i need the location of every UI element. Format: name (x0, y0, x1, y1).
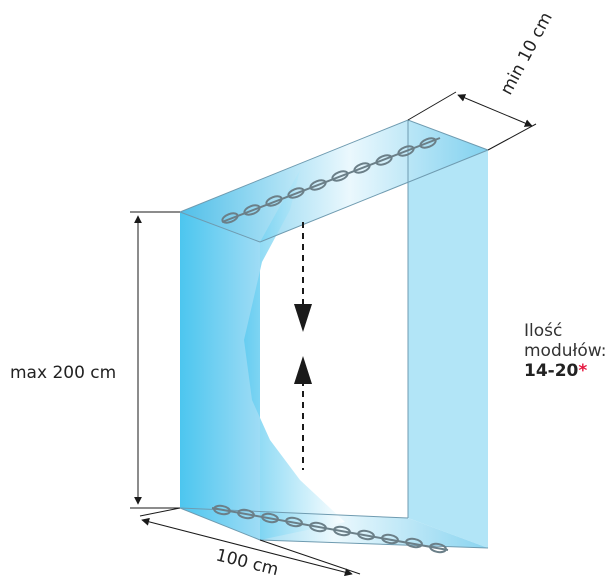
height-label: max 200 cm (10, 363, 116, 383)
back-right-panel (408, 120, 488, 548)
modules-count-row: 14-20* (524, 361, 606, 381)
top-chain-modules (221, 137, 441, 224)
front-face-tint (244, 170, 345, 540)
modules-count: 14-20 (524, 361, 579, 381)
front-left-panel (180, 212, 260, 540)
width-dimension (139, 507, 361, 577)
dashed-arrow-down-icon (294, 222, 312, 332)
modules-label-line2: modułów: (524, 341, 607, 361)
asterisk-mark: * (578, 361, 588, 381)
width-label: 100 cm (214, 545, 281, 580)
height-dimension (130, 211, 180, 509)
modules-label-line1: Ilość (524, 321, 563, 341)
dashed-arrow-up-icon (294, 356, 312, 470)
depth-dimension (407, 91, 537, 151)
depth-label: min 10 cm (497, 9, 557, 98)
modules-info: Ilość modułów: 14-20* (524, 321, 606, 381)
